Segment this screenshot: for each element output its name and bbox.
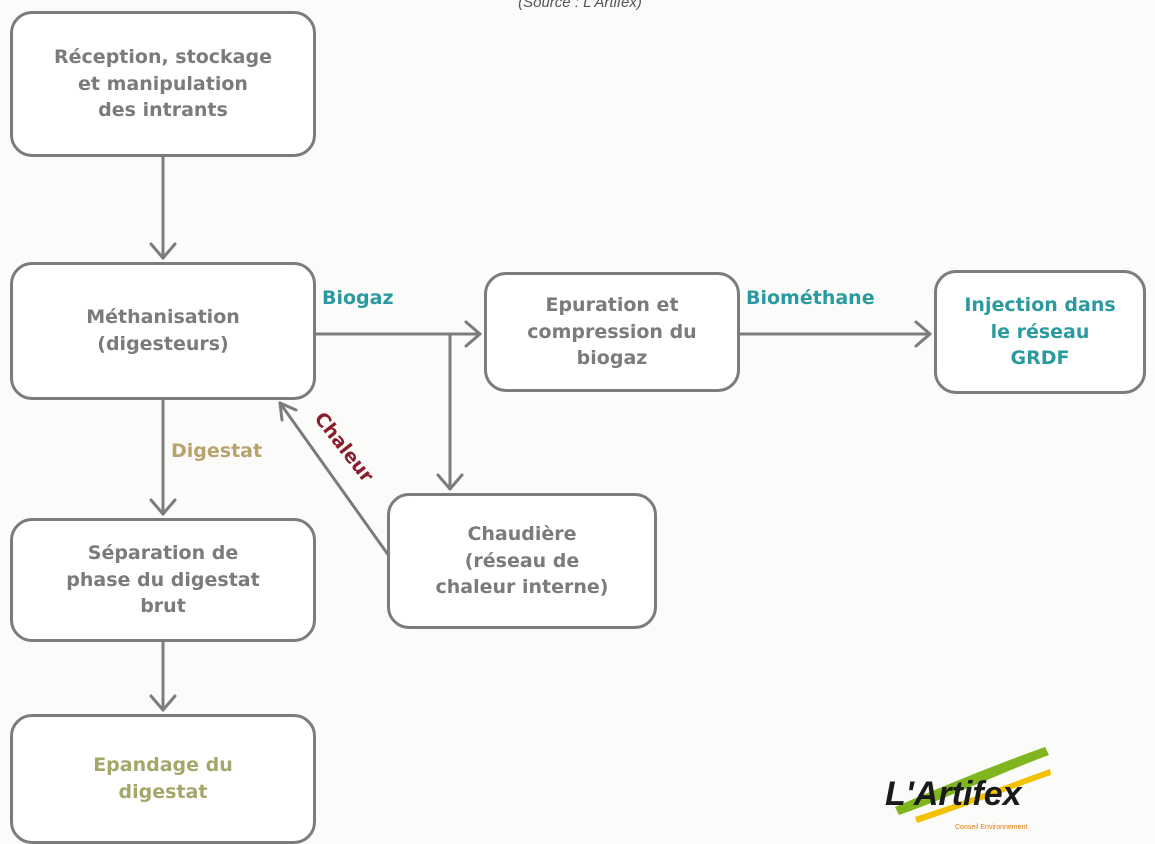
node-injection: Injection dans le réseau GRDF (934, 270, 1146, 394)
node-methanisation: Méthanisation (digesteurs) (10, 262, 316, 400)
node-reception: Réception, stockage et manipulation des … (10, 11, 316, 157)
label-biogaz: Biogaz (322, 287, 394, 309)
arrow-chaleur (278, 401, 391, 558)
logo-wordmark: L'Artifex (885, 775, 1024, 813)
node-epandage: Epandage du digestat (10, 714, 316, 844)
source-caption: (Source : L'Artifex) (518, 0, 642, 11)
node-chaudiere: Chaudière (réseau de chaleur interne) (387, 493, 657, 629)
node-epuration: Epuration et compression du biogaz (484, 272, 740, 392)
logo-tagline: Conseil Environnement (955, 824, 1027, 831)
label-digestat: Digestat (171, 440, 263, 462)
node-separation: Séparation de phase du digestat brut (10, 518, 316, 642)
artifex-logo: L'Artifex Conseil Environnement (885, 747, 1051, 831)
label-biomethane: Biométhane (746, 287, 875, 309)
